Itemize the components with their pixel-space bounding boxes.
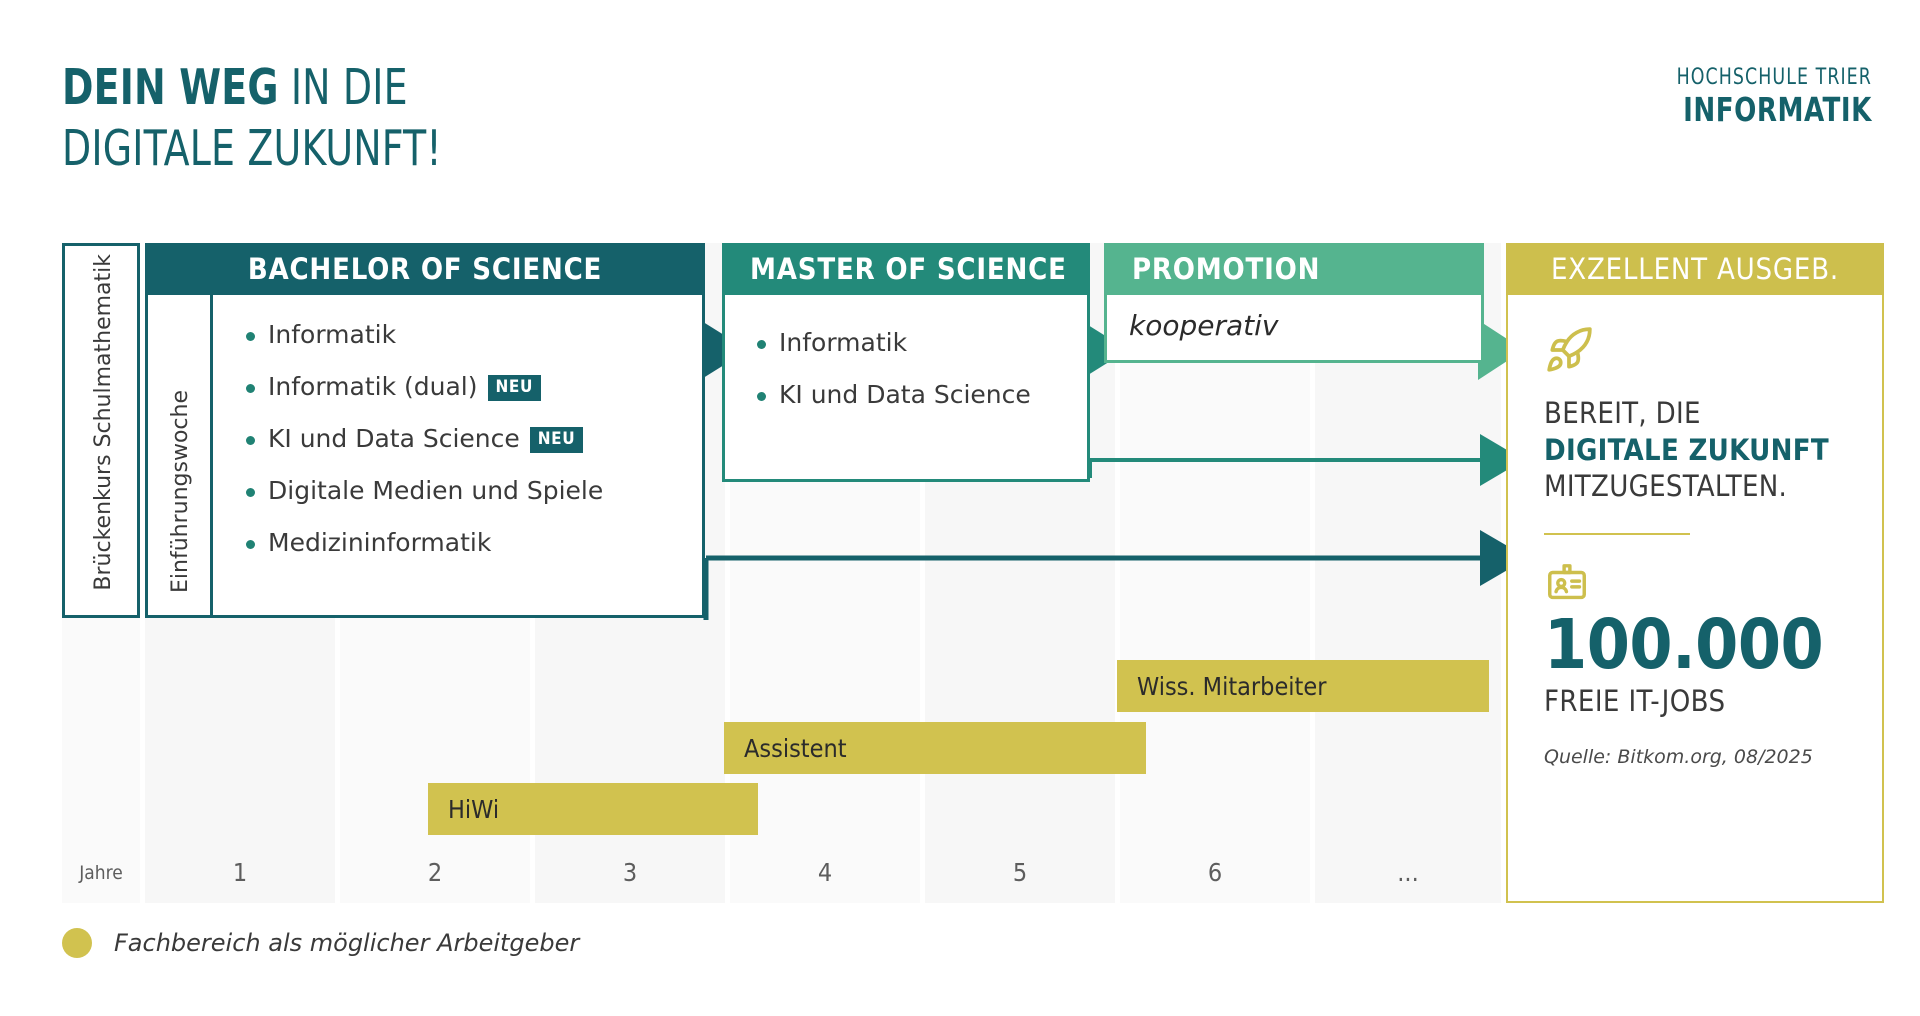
phase-header-master: MASTER OF SCIENCE (722, 243, 1090, 295)
logo-department: INFORMATIK (1683, 90, 1872, 130)
bridge-course-label: Brückenkurs Schulmathematik (91, 254, 116, 591)
neu-badge: NEU (487, 375, 541, 401)
panel-divider (1544, 532, 1690, 535)
axis-label-jahre: Jahre (79, 862, 123, 884)
open-jobs-number: 100.000 (1544, 604, 1824, 685)
intro-week-box: Einführungswoche (145, 295, 213, 618)
phase-header-promotion: PROMOTION (1104, 243, 1484, 295)
legend-label: Fachbereich als möglicher Arbeitgeber (114, 929, 580, 957)
axis-tick-3: 3 (622, 858, 638, 887)
legend: Fachbereich als möglicher Arbeitgeber (62, 928, 579, 958)
job-bar-label: HiWi (448, 794, 500, 824)
bachelor-programs-box: Einführungswoche Informatik Informatik (… (145, 295, 705, 618)
master-program-list: Informatik KI und Data Science (755, 317, 1031, 421)
outcome-panel-header: EXZELLENT AUSGEB. (1506, 243, 1884, 295)
legend-color-swatch (62, 928, 92, 958)
page-title-line2: DIGITALE ZUKUNFT! (62, 119, 442, 177)
list-item[interactable]: Informatik (dual) NEU (244, 361, 603, 413)
promotion-box: kooperativ (1104, 295, 1484, 363)
program-label: KI und Data Science (268, 424, 520, 453)
neu-badge: NEU (529, 427, 584, 453)
outcome-panel-body: BEREIT, DIE DIGITALE ZUKUNFT MITZUGESTAL… (1506, 295, 1884, 903)
axis-tick-more: ... (1397, 858, 1419, 887)
job-bar-label: Assistent (744, 733, 847, 763)
hochschule-trier-logo: HOCHSCHULE TRIER INFORMATIK (1676, 65, 1872, 130)
program-label: Informatik (268, 320, 397, 349)
phase-header-bachelor: BACHELOR OF SCIENCE (145, 243, 705, 295)
job-bar-wiss-mitarbeiter[interactable]: Wiss. Mitarbeiter (1117, 660, 1489, 712)
rocket-icon (1544, 325, 1858, 379)
list-item[interactable]: Informatik (244, 309, 603, 361)
master-programs-box: Informatik KI und Data Science (722, 295, 1090, 482)
job-bar-label: Wiss. Mitarbeiter (1137, 671, 1327, 701)
axis-tick-2: 2 (427, 858, 443, 887)
list-item[interactable]: Medizininformatik (244, 517, 603, 569)
open-jobs-caption: FREIE IT-JOBS (1544, 683, 1726, 718)
axis-tick-4: 4 (817, 858, 833, 887)
axis-tick-5: 5 (1012, 858, 1028, 887)
page-title-rest: IN DIE (278, 59, 408, 116)
axis-tick-1: 1 (232, 858, 248, 887)
list-item[interactable]: Informatik (755, 317, 1031, 369)
job-bar-assistent[interactable]: Assistent (724, 722, 1146, 774)
job-bar-hiwi[interactable]: HiWi (428, 783, 758, 835)
intro-week-label: Einführungswoche (168, 390, 193, 593)
program-label: Informatik (dual) (268, 372, 478, 401)
page-title-strong: DEIN WEG (62, 59, 279, 116)
program-label: Medizininformatik (268, 528, 492, 557)
claim-line-2: DIGITALE ZUKUNFT (1544, 432, 1830, 467)
program-label: Digitale Medien und Spiele (268, 476, 604, 505)
id-badge-icon (1544, 561, 1858, 611)
program-label: KI und Data Science (779, 380, 1031, 409)
list-item[interactable]: KI und Data Science NEU (244, 413, 603, 465)
axis-tick-6: 6 (1207, 858, 1223, 887)
promotion-note: kooperativ (1129, 309, 1279, 342)
list-item[interactable]: Digitale Medien und Spiele (244, 465, 603, 517)
list-item[interactable]: KI und Data Science (755, 369, 1031, 421)
claim-line-1: BEREIT, DIE (1544, 396, 1701, 430)
source-note: Quelle: Bitkom.org, 08/2025 (1544, 745, 1813, 768)
program-label: Informatik (779, 328, 908, 357)
bachelor-program-list: Informatik Informatik (dual) NEU KI und D… (244, 309, 603, 569)
outcome-claim: BEREIT, DIE DIGITALE ZUKUNFT MITZUGESTAL… (1544, 395, 1858, 505)
bridge-course-box: Brückenkurs Schulmathematik (62, 243, 140, 618)
claim-line-3: MITZUGESTALTEN. (1544, 469, 1788, 504)
logo-institution: HOCHSCHULE TRIER (1676, 65, 1872, 90)
